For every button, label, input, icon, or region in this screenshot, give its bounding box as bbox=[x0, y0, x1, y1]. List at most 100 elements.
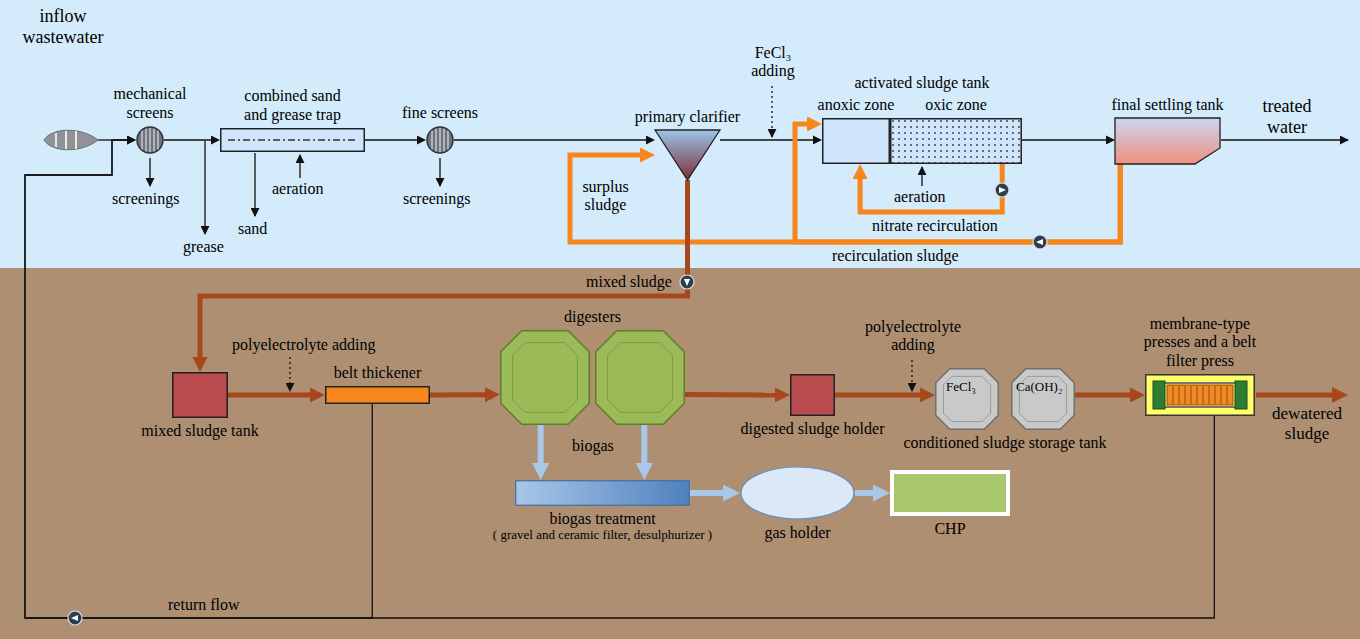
thickener: belt thickener bbox=[325, 386, 430, 404]
annotation-label: polyelectrolyte adding bbox=[858, 318, 968, 355]
flow-connector bbox=[1022, 139, 1106, 140]
chp-unit: CHP bbox=[890, 470, 1010, 516]
connector-path bbox=[228, 393, 310, 398]
unit-label: mechanical screens bbox=[100, 85, 200, 122]
flow-connector bbox=[855, 493, 873, 494]
screen-bar bbox=[145, 129, 146, 152]
press-plate bbox=[1173, 386, 1174, 404]
water-line-ground bbox=[0, 0, 1360, 268]
screen-bar bbox=[443, 129, 444, 152]
unit-caption: biogas treatment( gravel and ceramic fil… bbox=[458, 510, 748, 543]
unit-label: combined sand and grease trap bbox=[235, 87, 350, 124]
anoxic-zone-shape bbox=[822, 118, 890, 164]
connector-path bbox=[685, 392, 775, 397]
gas-treatment: biogas treatment( gravel and ceramic fil… bbox=[515, 480, 690, 506]
unit-label: biogas treatment bbox=[458, 510, 748, 528]
screen-unit-shape bbox=[136, 126, 164, 154]
unit-caption: digesters bbox=[533, 308, 653, 326]
unit-caption: CHP bbox=[890, 520, 1010, 538]
flow-connector bbox=[228, 395, 310, 396]
unit-label: final settling tank bbox=[1093, 96, 1243, 114]
clarifier-shape bbox=[655, 130, 720, 180]
inflow-symbol bbox=[44, 130, 112, 150]
flow-connector bbox=[541, 425, 645, 463]
screen-bar bbox=[435, 129, 436, 152]
unit-label: activated sludge tank bbox=[822, 74, 1022, 92]
connector-path bbox=[430, 392, 485, 397]
oxic-zone: oxic zone bbox=[890, 118, 1022, 164]
chp-body bbox=[892, 472, 1008, 514]
gas-holder-shape bbox=[740, 466, 855, 520]
screen-drum bbox=[137, 127, 163, 153]
tank-body bbox=[791, 375, 835, 416]
grit-trap: combined sand and grease trap bbox=[220, 128, 365, 152]
clarifier: primary clarifier bbox=[655, 130, 720, 180]
connector-path bbox=[570, 155, 1120, 242]
screen-unit-shape bbox=[426, 126, 454, 154]
tank-body bbox=[173, 373, 228, 418]
press-head bbox=[1235, 381, 1247, 409]
press-plate bbox=[1215, 386, 1216, 404]
screen-unit: fine screens bbox=[426, 126, 454, 154]
screen-bar bbox=[439, 128, 440, 152]
flow-label: biogas bbox=[572, 437, 614, 455]
pump-symbol bbox=[68, 611, 82, 625]
trap-divider bbox=[228, 139, 357, 140]
unit-label: gas holder bbox=[738, 524, 858, 542]
trap-body bbox=[221, 129, 365, 152]
unit-caption: digested sludge holder bbox=[728, 420, 898, 438]
unit-label: conditioned sludge storage tank bbox=[885, 434, 1125, 452]
unit-caption: combined sand and grease trap bbox=[235, 87, 350, 124]
sludge-holder-shape bbox=[790, 374, 835, 416]
connector-path bbox=[835, 392, 920, 397]
sludge-line-ground bbox=[0, 268, 1360, 639]
aeration-tank: anoxic zoneoxic zoneactivated sludge tan… bbox=[822, 118, 1022, 164]
connector-path bbox=[720, 139, 813, 141]
unit-caption: activated sludge tank bbox=[822, 74, 1022, 92]
annotation-label: inflow wastewater bbox=[8, 6, 118, 47]
screen-drum bbox=[427, 127, 453, 153]
tank-vessel-face bbox=[608, 343, 673, 413]
press-plate bbox=[1185, 386, 1186, 404]
sludge-holder: digested sludge holder bbox=[790, 374, 835, 416]
flow-connector bbox=[685, 394, 775, 395]
press-plate bbox=[1221, 386, 1222, 404]
unit-label: digesters bbox=[533, 308, 653, 326]
connector-path bbox=[538, 425, 544, 463]
filter-press: membrane-type presses and a belt filter … bbox=[1145, 374, 1255, 416]
connector-path bbox=[454, 139, 646, 141]
press-frame bbox=[1146, 375, 1255, 416]
settling-tank: final settling tank bbox=[1115, 118, 1220, 164]
connector-path bbox=[25, 140, 372, 618]
flow-connector bbox=[25, 140, 1214, 618]
digester: digesters bbox=[500, 330, 685, 425]
gas-holder: gas holder bbox=[740, 466, 855, 520]
tank-vessel bbox=[1012, 369, 1075, 430]
annotation-label: FeCl₃ bbox=[946, 380, 976, 395]
annotation-label: treated water bbox=[1242, 96, 1332, 137]
settling-tank-shape bbox=[1115, 118, 1220, 164]
annotation-label: aeration bbox=[272, 180, 324, 198]
unit-caption: membrane-type presses and a belt filter … bbox=[1134, 315, 1266, 370]
unit-caption: fine screens bbox=[385, 104, 495, 122]
press-plate bbox=[1203, 386, 1204, 404]
flow-connector bbox=[860, 164, 1002, 212]
screen-bar bbox=[431, 131, 432, 149]
unit-label: anoxic zone bbox=[806, 96, 906, 114]
unit-caption: mixed sludge tank bbox=[120, 422, 280, 440]
tank-body bbox=[891, 119, 1022, 164]
connector-path bbox=[25, 140, 1214, 618]
press-plate bbox=[1179, 386, 1180, 404]
press-plate bbox=[1209, 386, 1210, 404]
annotation-label: grease bbox=[183, 238, 224, 256]
flow-connector bbox=[365, 140, 417, 141]
unit-label: digested sludge holder bbox=[728, 420, 898, 438]
flow-connector bbox=[720, 139, 813, 140]
tank-vessel-face bbox=[943, 376, 990, 421]
unit-label: oxic zone bbox=[901, 96, 1011, 114]
unit-label: belt thickener bbox=[313, 364, 443, 382]
oxic-zone-shape bbox=[890, 118, 1022, 164]
flow-connector bbox=[25, 140, 372, 618]
annotation-label: FeCl₃ adding bbox=[742, 44, 804, 81]
